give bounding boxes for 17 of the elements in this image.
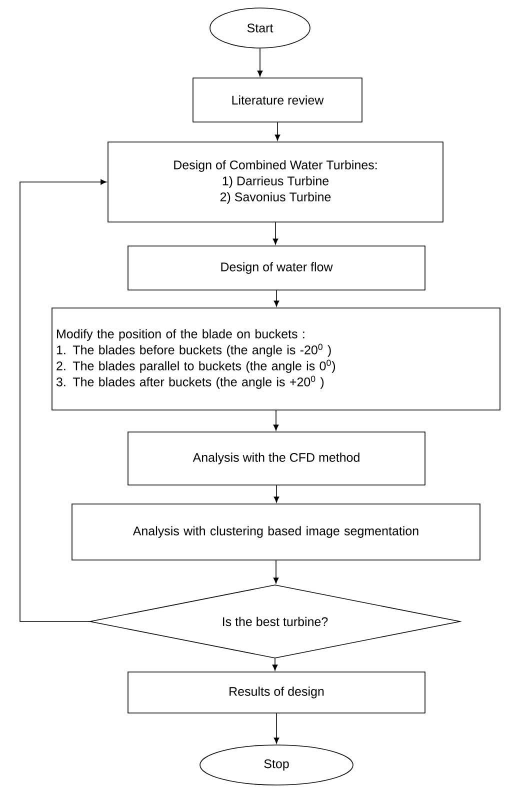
arrow: [272, 658, 278, 671]
arrow: [272, 222, 278, 245]
arrow: [273, 560, 279, 584]
process-box: Results of design: [128, 672, 426, 714]
arrow: [274, 485, 280, 503]
arrow: [274, 122, 280, 141]
arrow: [274, 713, 280, 744]
process-box: Literature review: [192, 78, 362, 122]
arrow: [20, 179, 107, 622]
process-box: Analysis with clustering based image segmentation: [72, 504, 480, 560]
process-box: Modify the position of the blade on buckets : 1. The blades before buckets (the angle is -20$^{0}$ ) 2. The blades parallel to buckets (the angle is 0$^{0}$) 3. The blades after buckets (the angle is +20$^{0}$ ): [52, 308, 500, 410]
arrow: [257, 48, 263, 77]
arrow: [273, 410, 279, 431]
process-box: Analysis with the CFD method: [128, 432, 426, 486]
arrow: [274, 290, 280, 307]
process-box: Design of water flow: [128, 246, 426, 290]
process-box: Design of Combined Water Turbines: 1) Darrieus Turbine 2) Savonius Turbine: [108, 142, 444, 222]
